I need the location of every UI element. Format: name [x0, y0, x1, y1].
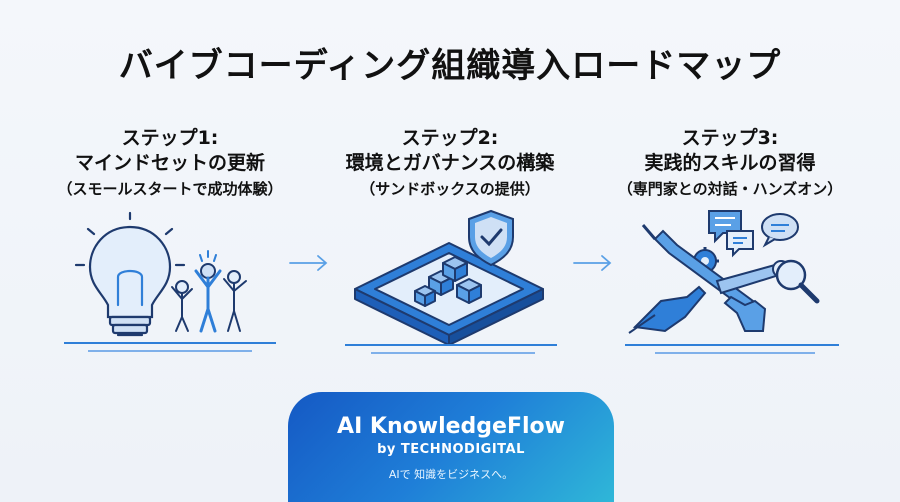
chat-icon [708, 210, 799, 258]
step-1: ステップ1: マインドセットの更新 （スモールスタートで成功体験） [40, 126, 300, 200]
arrow-right-icon [289, 255, 328, 271]
step-1-title: マインドセットの更新 [74, 152, 265, 174]
page-title: バイブコーディング組織導入ロードマップ [118, 46, 782, 86]
step-3-title: 実践的スキルの習得 [644, 152, 816, 174]
step-3-illustration [625, 210, 839, 354]
step-2-label: ステップ2: [401, 127, 499, 149]
step-1-subtitle: （スモールスタートで成功体験） [57, 180, 283, 198]
brand-tagline: AIで 知識をビジネスへ。 [388, 468, 514, 481]
hands-icon [628, 224, 767, 334]
step-1-label: ステップ1: [121, 127, 219, 149]
sandbox-icon [354, 242, 544, 346]
step-2-baseline [345, 344, 557, 354]
step-1-illustration [64, 211, 276, 352]
step-1-baseline [64, 342, 276, 352]
lightbulb-icon [74, 211, 186, 337]
step-2: ステップ2: 環境とガバナンスの構築 （サンドボックスの提供） [320, 126, 580, 200]
shield-check-icon [468, 209, 514, 267]
step-2-subtitle: （サンドボックスの提供） [360, 180, 540, 198]
step-3-subtitle: （専門家との対話・ハンズオン） [617, 180, 843, 198]
brand-banner: AI KnowledgeFlow by TECHNODIGITAL AIで 知識… [288, 392, 614, 502]
step-3-label: ステップ3: [681, 127, 779, 149]
step-2-illustration [345, 209, 557, 354]
step-3: ステップ3: 実践的スキルの習得 （専門家との対話・ハンズオン） [600, 126, 860, 200]
step-2-title: 環境とガバナンスの構築 [345, 152, 555, 174]
step-3-baseline [625, 344, 839, 354]
people-icon [171, 250, 247, 333]
arrow-right-icon [573, 255, 612, 271]
brand-name: AI KnowledgeFlow [337, 414, 565, 439]
magnifier-icon [775, 259, 820, 304]
brand-by: by TECHNODIGITAL [377, 442, 525, 457]
